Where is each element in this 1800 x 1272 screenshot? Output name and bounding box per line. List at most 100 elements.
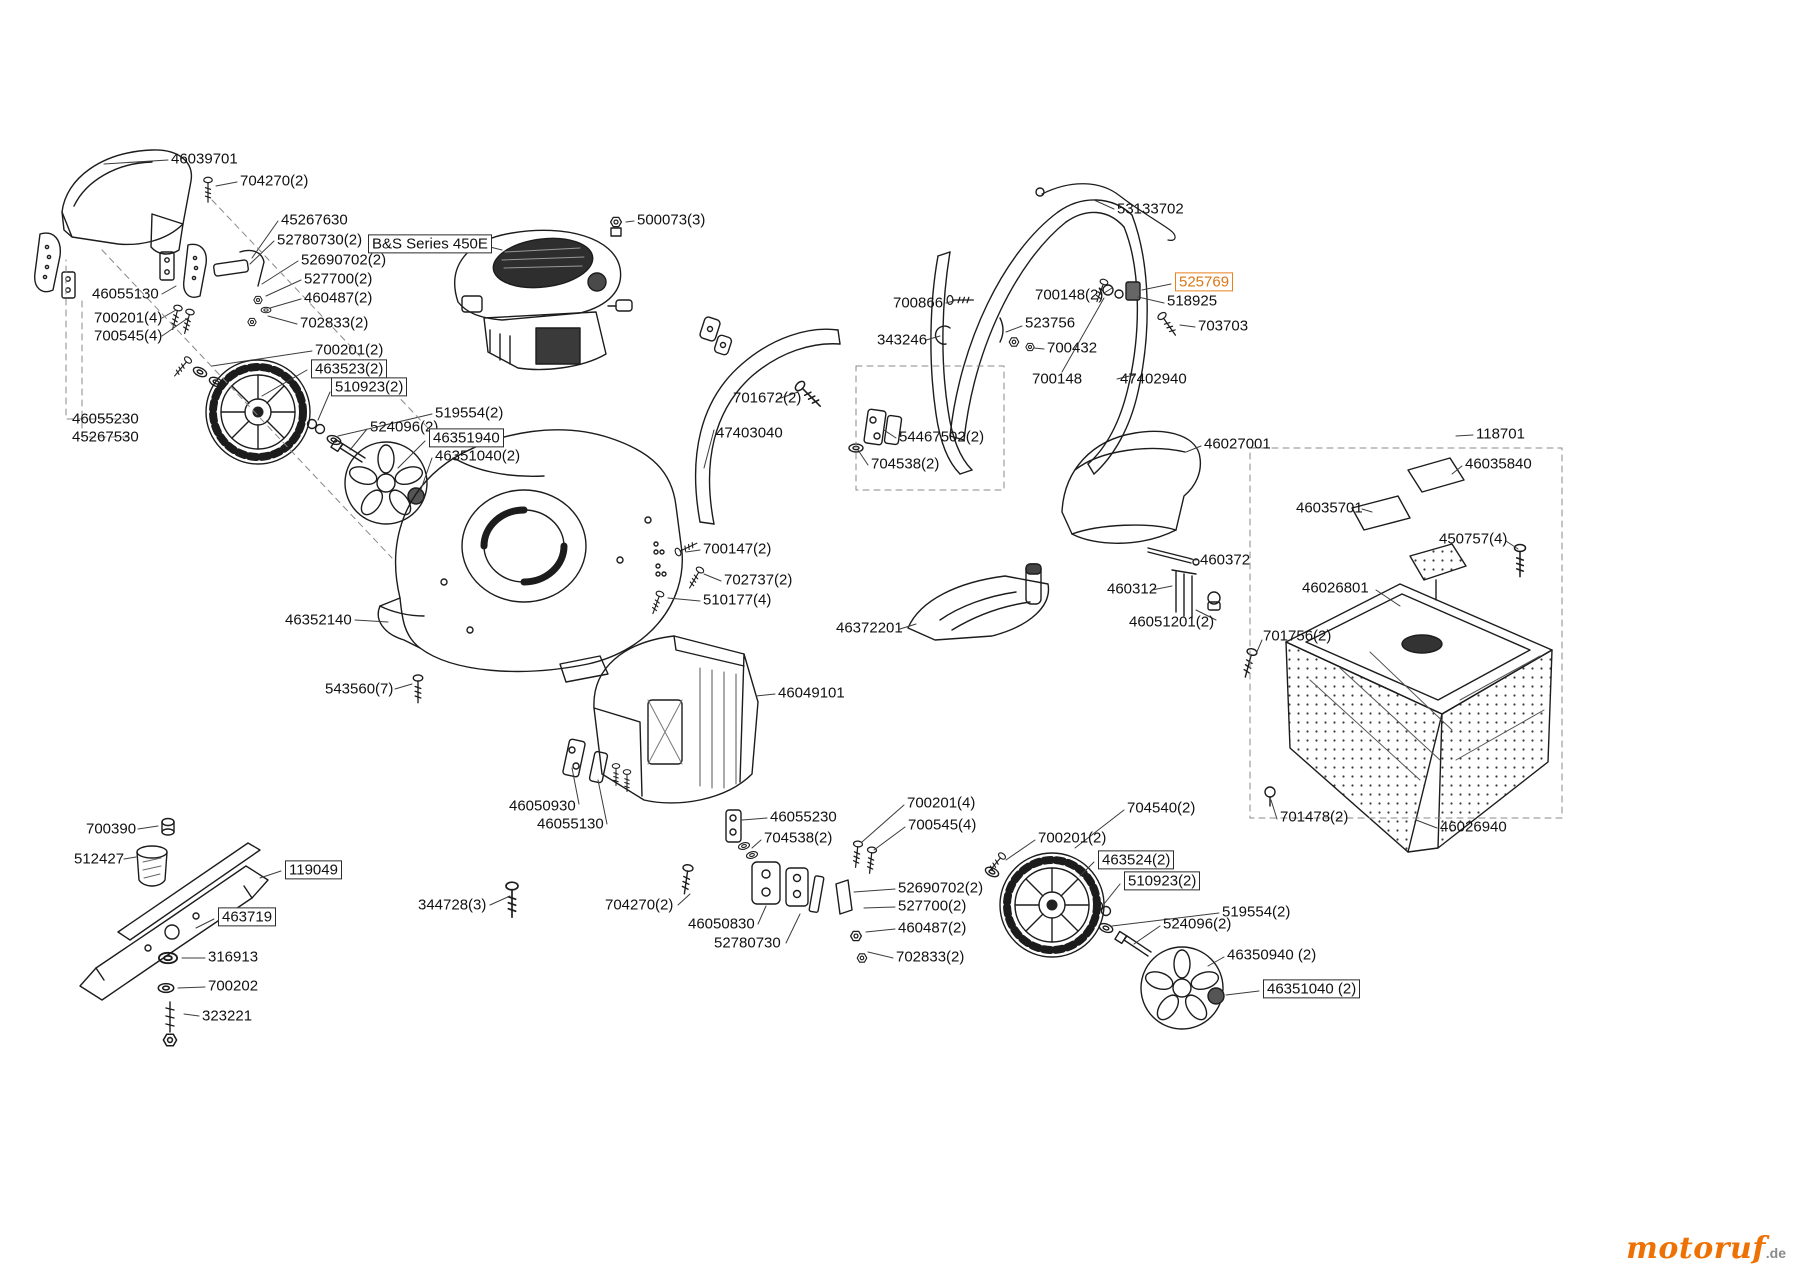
part-label[interactable]: 510177(4) — [703, 591, 772, 609]
part-label[interactable]: 460487(2) — [898, 919, 967, 937]
part-label[interactable]: 450757(4) — [1439, 530, 1508, 548]
part-label[interactable]: 46049101 — [778, 684, 845, 702]
part-label[interactable]: 54467502(2) — [899, 428, 985, 446]
part-label[interactable]: 46352140 — [285, 611, 352, 629]
part-label[interactable]: 700432 — [1047, 339, 1098, 357]
part-label[interactable]: 46372201 — [836, 619, 903, 637]
part-label[interactable]: 47403040 — [716, 424, 783, 442]
part-label[interactable]: 46350940 (2) — [1227, 946, 1317, 964]
part-label[interactable]: 45267530 — [72, 428, 139, 446]
part-label[interactable]: 47402940 — [1120, 370, 1187, 388]
part-label[interactable]: 519554(2) — [1222, 903, 1291, 921]
part-label[interactable]: 46050930 — [509, 797, 576, 815]
part-label[interactable]: 527700(2) — [304, 270, 373, 288]
part-label[interactable]: 46351940 — [429, 428, 504, 448]
part-label[interactable]: 344728(3) — [418, 896, 487, 914]
part-label[interactable]: 46035840 — [1465, 455, 1532, 473]
grass-box — [1285, 543, 1553, 853]
part-label[interactable]: 702833(2) — [300, 314, 369, 332]
part-label[interactable]: 525769 — [1175, 272, 1234, 292]
part-label[interactable]: 46055230 — [770, 808, 837, 826]
part-label[interactable]: 700202 — [208, 977, 259, 995]
part-label[interactable]: 53133702 — [1117, 200, 1184, 218]
part-label[interactable]: 700390 — [86, 820, 137, 838]
part-label[interactable]: 52780730 — [714, 934, 781, 952]
part-label[interactable]: 463524(2) — [1098, 850, 1175, 870]
part-label[interactable]: 700545(4) — [908, 816, 977, 834]
part-label[interactable]: 512427 — [74, 850, 125, 868]
part-label[interactable]: 523756 — [1025, 314, 1076, 332]
underdeck-plates — [562, 738, 632, 793]
part-label[interactable]: 46050830 — [688, 915, 755, 933]
part-label[interactable]: 119049 — [285, 860, 342, 880]
part-label[interactable]: 704270(2) — [240, 172, 309, 190]
part-label[interactable]: 527700(2) — [898, 897, 967, 915]
part-label[interactable]: 703703 — [1198, 317, 1249, 335]
part-label[interactable]: 46026801 — [1302, 579, 1369, 597]
part-label[interactable]: 460487(2) — [304, 289, 373, 307]
part-label[interactable]: 543560(7) — [325, 680, 394, 698]
part-label[interactable]: 500073(3) — [637, 211, 706, 229]
part-label[interactable]: 460312 — [1107, 580, 1158, 598]
part-label[interactable]: 510923(2) — [1124, 871, 1201, 891]
part-label[interactable]: 46055130 — [92, 285, 159, 303]
bottom-bracket-group — [505, 809, 878, 963]
part-label[interactable]: 700147(2) — [703, 540, 772, 558]
part-label[interactable]: B&S Series 450E — [368, 234, 492, 254]
hood-cover — [61, 149, 193, 255]
engine — [454, 216, 633, 371]
part-label[interactable]: 463719 — [218, 907, 277, 927]
part-label[interactable]: 701756(2) — [1263, 627, 1332, 645]
part-label[interactable]: 700201(4) — [907, 794, 976, 812]
part-label[interactable]: 704270(2) — [605, 896, 674, 914]
part-label[interactable]: 524096(2) — [370, 418, 439, 436]
left-bracket-parts — [34, 176, 272, 336]
part-label[interactable]: 46026940 — [1440, 818, 1507, 836]
part-label[interactable]: 704538(2) — [871, 455, 940, 473]
part-label[interactable]: 46051201(2) — [1129, 613, 1215, 631]
part-label[interactable]: 52690702(2) — [301, 251, 387, 269]
part-label[interactable]: 46027001 — [1204, 435, 1271, 453]
part-label[interactable]: 700148(2) — [1035, 286, 1104, 304]
part-label[interactable]: 518925 — [1167, 292, 1218, 310]
part-label[interactable]: 343246 — [877, 331, 928, 349]
part-label[interactable]: 701478(2) — [1280, 808, 1349, 826]
logo-brand-text: motoruf — [1626, 1231, 1766, 1266]
site-logo[interactable]: motoruf.de — [1626, 1231, 1786, 1266]
rear-hubcap — [1140, 946, 1225, 1030]
part-label[interactable]: 118701 — [1476, 425, 1525, 443]
part-label[interactable]: 704540(2) — [1127, 799, 1196, 817]
part-label[interactable]: 524096(2) — [1163, 915, 1232, 933]
part-label[interactable]: 45267630 — [281, 211, 348, 229]
part-label[interactable]: 46055230 — [72, 410, 139, 428]
part-label[interactable]: 700201(2) — [1038, 829, 1107, 847]
part-label[interactable]: 702833(2) — [896, 948, 965, 966]
part-label[interactable]: 700148 — [1032, 370, 1083, 388]
part-label[interactable]: 700866 — [893, 294, 944, 312]
upper-handle — [930, 199, 1148, 475]
part-label[interactable]: 704538(2) — [764, 829, 833, 847]
discharge-chute — [907, 563, 1050, 641]
part-label[interactable]: 701672(2) — [733, 389, 802, 407]
part-label[interactable]: 46351040(2) — [435, 447, 521, 465]
handle-cable — [1035, 183, 1176, 241]
part-label[interactable]: 519554(2) — [435, 404, 504, 422]
part-label[interactable]: 52780730(2) — [277, 231, 363, 249]
part-label[interactable]: 460372 — [1200, 551, 1251, 569]
part-label[interactable]: 702737(2) — [724, 571, 793, 589]
part-label[interactable]: 46035701 — [1296, 499, 1363, 517]
part-label[interactable]: 700201(2) — [315, 341, 384, 359]
part-label[interactable]: 46055130 — [537, 815, 604, 833]
rear-catcher-body — [593, 635, 759, 804]
part-label[interactable]: 46351040 (2) — [1263, 979, 1361, 999]
part-label[interactable]: 510923(2) — [331, 377, 408, 397]
part-label[interactable]: 323221 — [202, 1007, 253, 1025]
part-label[interactable]: 52690702(2) — [898, 879, 984, 897]
part-label[interactable]: 316913 — [208, 948, 259, 966]
part-label[interactable]: 46039701 — [171, 150, 238, 168]
part-label[interactable]: 700545(4) — [94, 327, 163, 345]
part-label[interactable]: 463523(2) — [311, 359, 388, 379]
part-label[interactable]: 700201(4) — [94, 309, 163, 327]
